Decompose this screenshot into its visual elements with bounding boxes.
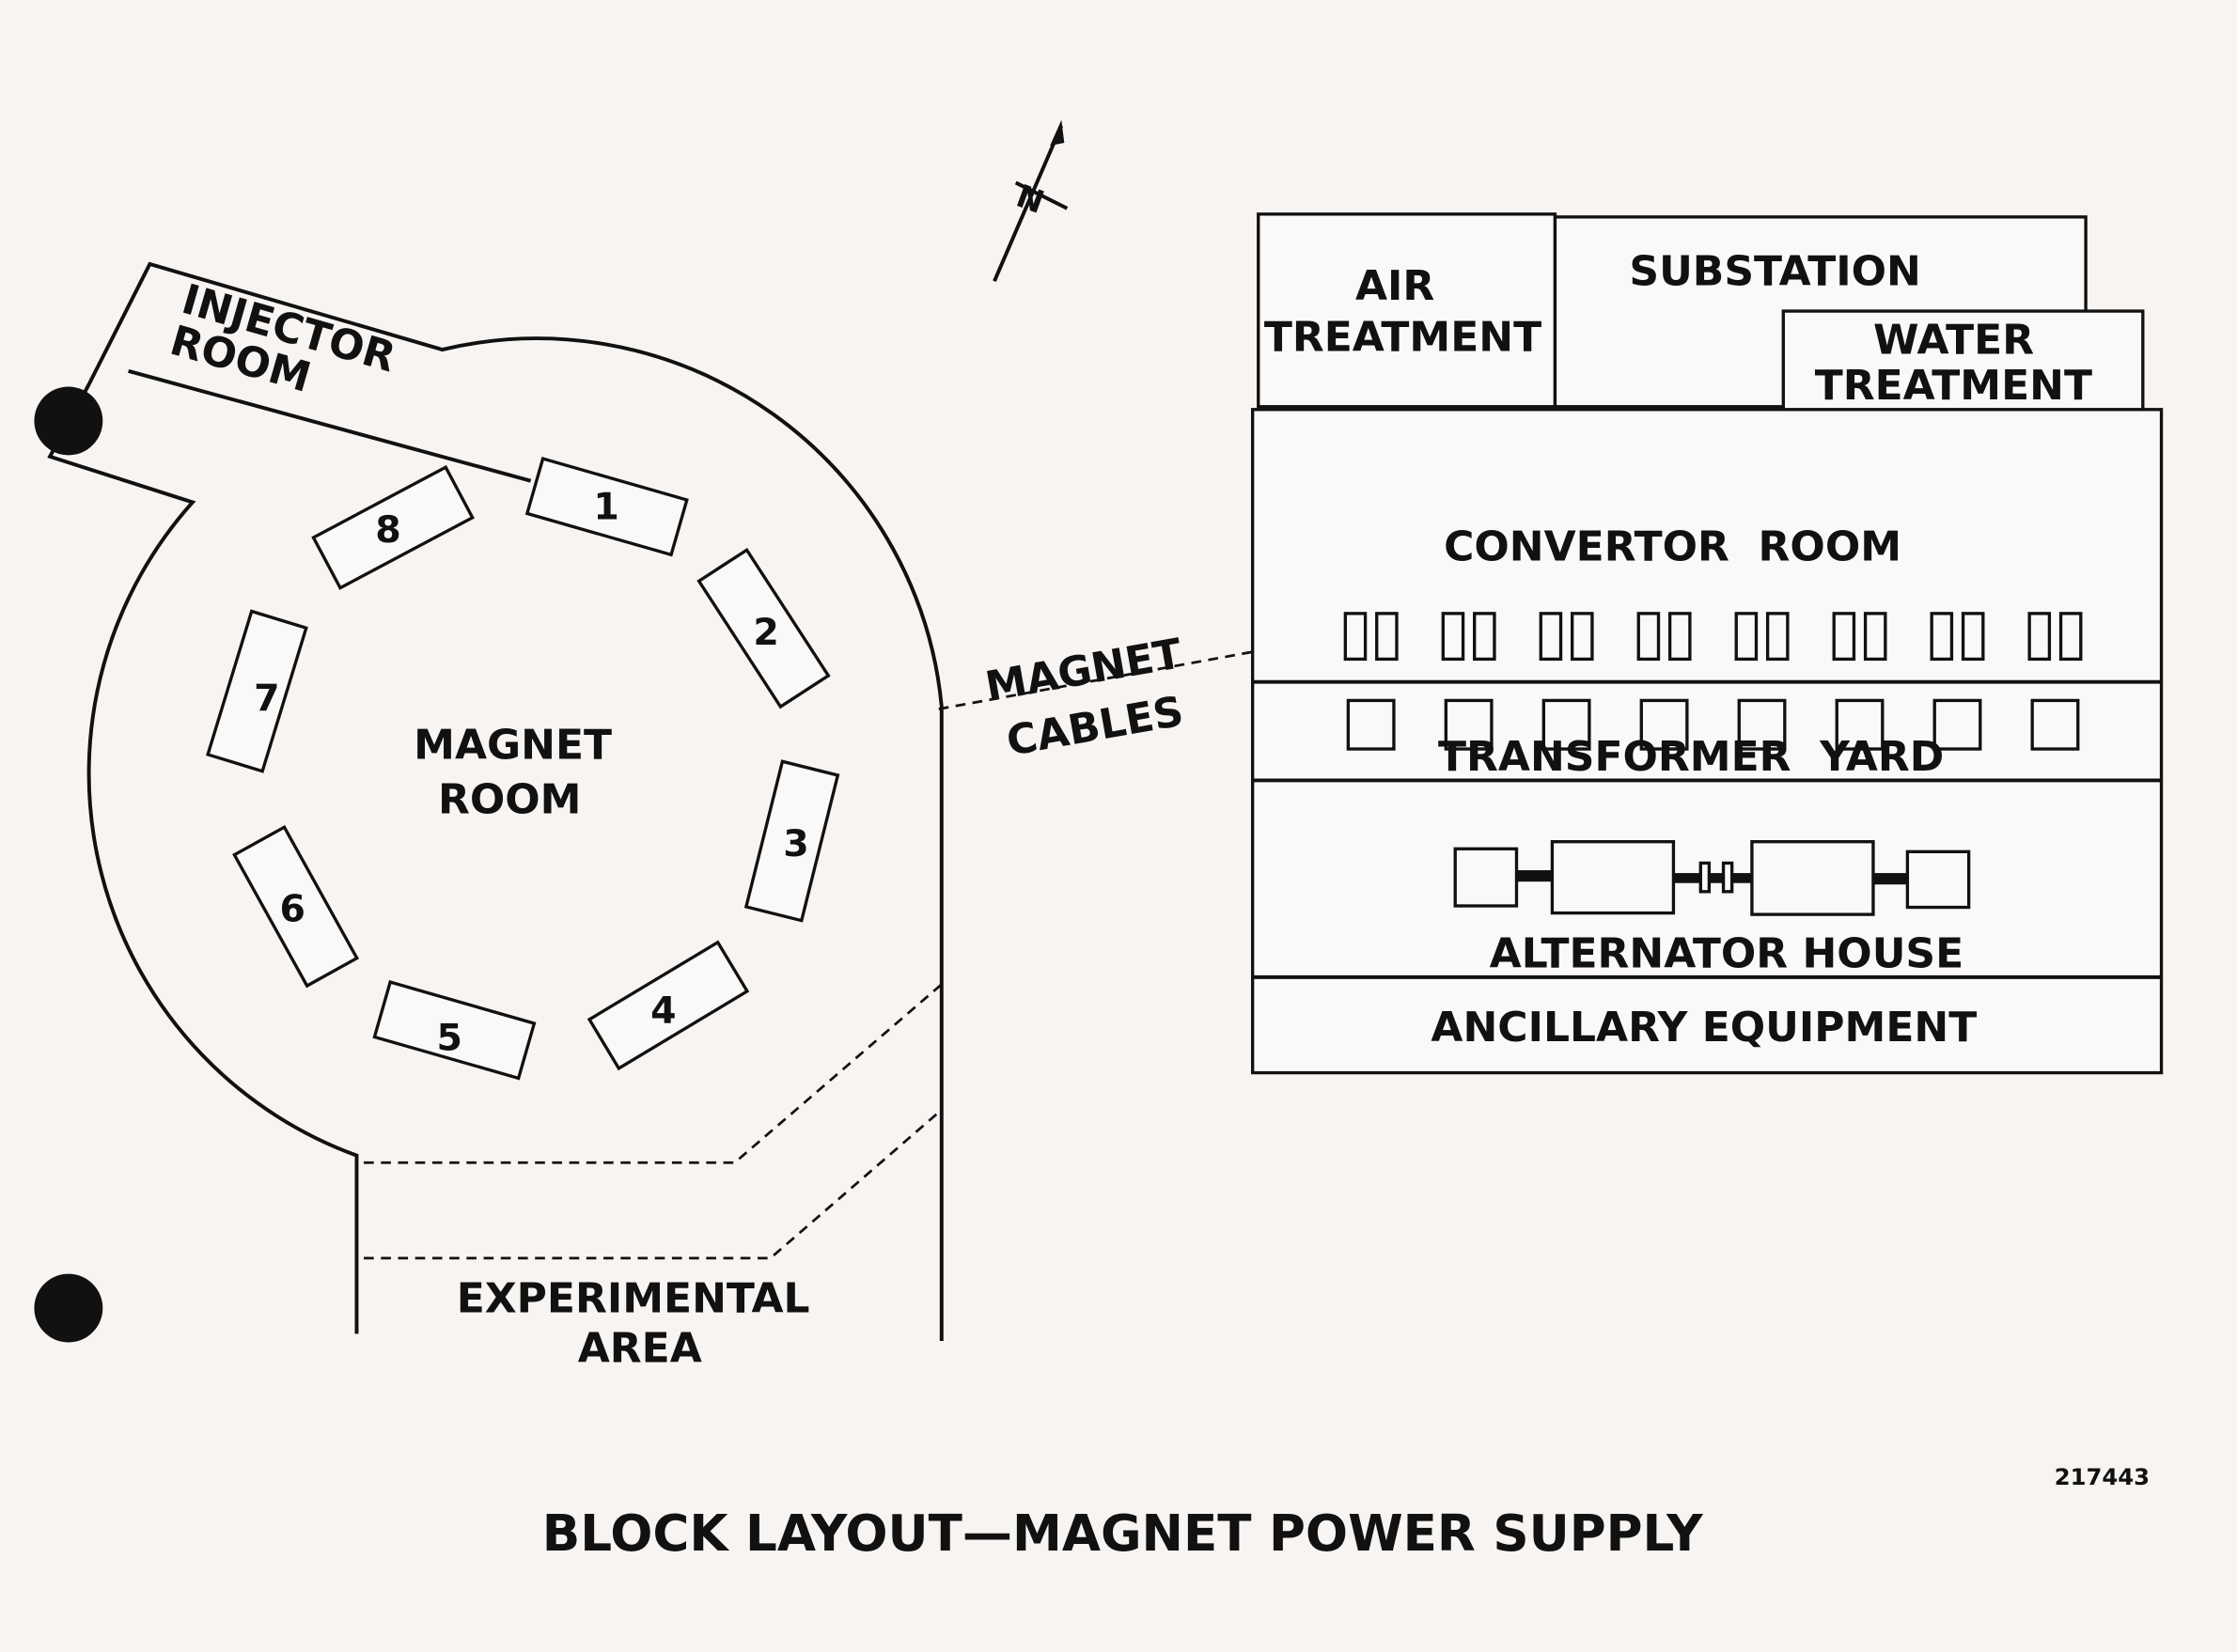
convertor-unit [1765, 612, 1790, 662]
magnet-cables-line [938, 643, 1291, 710]
water-treatment-building [1781, 309, 2145, 413]
magnet-sector-7: 7 [206, 609, 308, 773]
air-treatment-label: TREATMENT [1264, 314, 1541, 362]
transformer-unit [1444, 698, 1494, 751]
magnet-sector-3: 3 [743, 759, 840, 923]
north-arrow-icon: N [993, 119, 1069, 282]
air-treatment-label: AIR [1355, 262, 1434, 310]
convertor-unit [1961, 612, 1985, 662]
convertor-unit [1734, 612, 1759, 662]
magnet-hall-outline [47, 261, 944, 1341]
transformer-unit [1639, 698, 1689, 751]
convertor-unit [2027, 612, 2052, 662]
transformer-unit [1835, 698, 1885, 751]
convertor-unit [1441, 612, 1465, 662]
convertor-unit [1343, 612, 1368, 662]
convertor-unit [1539, 612, 1563, 662]
svg-text:6: 6 [279, 888, 305, 931]
reference-number: 217443 [2055, 1463, 2150, 1490]
magnet-sector-2: 2 [696, 547, 831, 709]
svg-text:7: 7 [254, 677, 279, 720]
punch-hole [34, 1273, 103, 1343]
convertor-unit [1571, 612, 1594, 662]
magnet-room-label: ROOM [438, 775, 581, 823]
air-treatment-building [1257, 212, 1557, 409]
magnet-sector-8: 8 [311, 464, 475, 590]
injector-room-label: INJECTOR ROOM [164, 275, 400, 402]
convertor-unit [1473, 612, 1496, 662]
transformer-units [1346, 698, 2080, 751]
convertor-room-label: CONVERTOR ROOM [1444, 523, 1901, 571]
transformer-unit [1346, 698, 1396, 751]
convertor-unit [2058, 612, 2083, 662]
convertor-unit [1667, 612, 1692, 662]
magnet-room-label: MAGNET [414, 722, 612, 770]
water-treatment-label: WATER [1873, 317, 2034, 365]
transformer-yard-label: TRANSFORMER YARD [1438, 733, 1944, 781]
experimental-area-boundaries [364, 983, 943, 1260]
magnet-sector-6: 6 [232, 824, 360, 989]
transformer-unit [2030, 698, 2080, 751]
alternator-house-label: ALTERNATOR HOUSE [1490, 929, 1964, 977]
svg-text:4: 4 [650, 989, 676, 1032]
convertor-unit [1832, 612, 1856, 662]
experimental-area-label: EXPERIMENTAL [457, 1275, 810, 1323]
magnet-sector-5: 5 [372, 980, 537, 1081]
convertor-unit [1863, 612, 1887, 662]
svg-text:5: 5 [436, 1016, 461, 1059]
magnet-sector-4: 4 [587, 940, 750, 1071]
svg-text:1: 1 [593, 486, 618, 529]
transformer-unit [1737, 698, 1787, 751]
diagram-title: BLOCK LAYOUT—MAGNET POWER SUPPLY [542, 1504, 1703, 1563]
water-treatment-label: TREATMENT [1815, 362, 2092, 410]
transformer-unit [1932, 698, 1982, 751]
substation-label: SUBSTATION [1629, 248, 1921, 296]
experimental-area-label: AREA [578, 1325, 702, 1373]
svg-text:3: 3 [783, 822, 808, 865]
convertor-unit [1636, 612, 1661, 662]
convertor-unit [1930, 612, 1954, 662]
convertor-unit [1375, 612, 1399, 662]
svg-text:2: 2 [753, 611, 778, 654]
magnet-sector-1: 1 [524, 456, 689, 557]
alternator-set [1453, 840, 1971, 916]
ancillary-equipment-label: ANCILLARY EQUIPMENT [1431, 1004, 1977, 1052]
power-supply-building [1251, 408, 2164, 1075]
transformer-unit [1541, 698, 1591, 751]
convertor-units [1343, 612, 2083, 662]
svg-text:8: 8 [375, 508, 400, 552]
